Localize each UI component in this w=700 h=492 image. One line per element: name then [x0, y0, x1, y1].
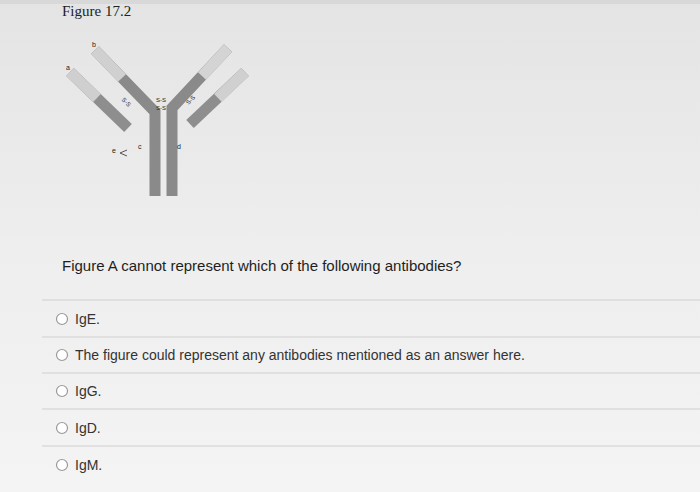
answer-option: IgE. — [75, 311, 100, 327]
part-letter: d — [177, 143, 181, 151]
part-letter: c — [138, 143, 142, 151]
answer-option: IgM. — [75, 457, 102, 473]
disulfide-mark: S-S — [120, 96, 132, 108]
part-letter: e — [112, 147, 116, 155]
part-letter: a — [66, 64, 70, 72]
light-chains — [70, 72, 245, 128]
disulfide-mark: S-S — [156, 105, 166, 112]
part-letter: b — [92, 41, 96, 49]
answer-option: The figure could represent any antibodie… — [75, 347, 525, 363]
question-text: Figure A cannot represent which of the f… — [62, 257, 461, 274]
answer-option: IgG. — [75, 383, 101, 399]
leader-lines — [120, 150, 127, 156]
radio-buttons — [57, 314, 68, 471]
option-separators — [42, 300, 700, 446]
disulfide-mark: S-S — [156, 97, 166, 104]
answer-option: IgD. — [75, 420, 101, 436]
figure-title: Figure 17.2 — [62, 3, 131, 20]
